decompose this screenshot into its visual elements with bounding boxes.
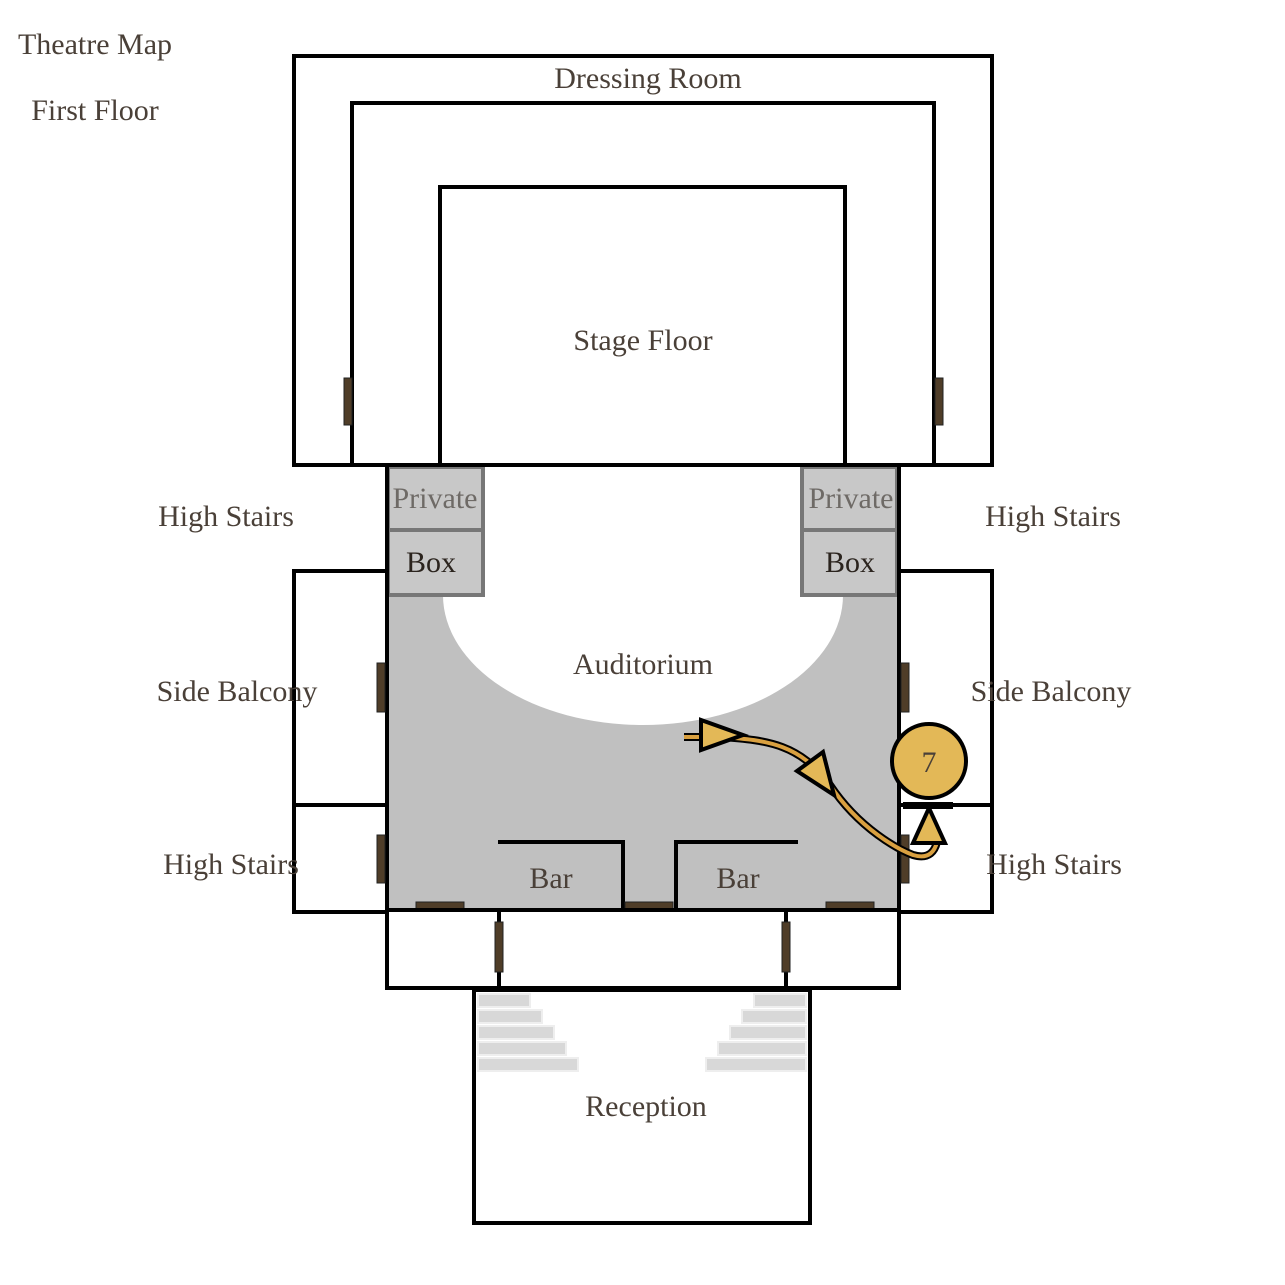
door-balcony-right[interactable] <box>900 662 910 713</box>
label-high-stairs-top-right: High Stairs <box>985 500 1121 533</box>
bar-right-wall <box>674 840 798 908</box>
room-high-stairs-bottom-left[interactable] <box>292 803 389 914</box>
room-dressing-room[interactable] <box>292 54 994 467</box>
path-arrow-icon <box>793 748 838 800</box>
floor-label: First Floor <box>31 94 159 127</box>
label-reception: Reception <box>585 1090 707 1123</box>
door-auditorium-bottom-right[interactable] <box>825 901 875 910</box>
stairs-right <box>705 993 807 1072</box>
stairs-left <box>477 993 579 1072</box>
label-box-right: Box <box>825 546 875 579</box>
door-lobby-left[interactable] <box>494 921 504 973</box>
room-lobby[interactable] <box>385 908 901 990</box>
door-balcony-left[interactable] <box>376 662 386 713</box>
player-marker[interactable]: 7 <box>890 722 968 845</box>
room-reception[interactable] <box>472 988 812 1225</box>
label-stage-floor: Stage Floor <box>573 324 712 357</box>
door-auditorium-bottom-left[interactable] <box>415 901 465 910</box>
door-auditorium-bottom-center[interactable] <box>624 901 674 910</box>
label-auditorium: Auditorium <box>573 648 713 681</box>
label-box-left: Box <box>406 546 456 579</box>
label-high-stairs-bottom-left: High Stairs <box>163 848 299 881</box>
label-bar-right: Bar <box>716 862 759 895</box>
door-stairs-right[interactable] <box>900 834 910 884</box>
label-private-right: Private <box>809 482 894 515</box>
movement-path <box>684 717 941 861</box>
door-dressing-right[interactable] <box>934 377 944 426</box>
label-bar-left: Bar <box>529 862 572 895</box>
bar-left-wall <box>498 840 625 908</box>
player-number: 7 <box>922 746 937 779</box>
label-side-balcony-left: Side Balcony <box>157 675 318 708</box>
private-box-left-bottom[interactable] <box>386 528 485 597</box>
label-high-stairs-top-left: High Stairs <box>158 500 294 533</box>
door-stairs-left[interactable] <box>376 834 386 884</box>
player-token <box>890 722 968 800</box>
door-lobby-right[interactable] <box>781 921 791 973</box>
label-high-stairs-bottom-right: High Stairs <box>986 848 1122 881</box>
path-arrow-icon <box>699 717 749 753</box>
label-dressing-room: Dressing Room <box>554 62 742 95</box>
map-title: Theatre Map <box>18 28 172 61</box>
player-pointer-icon <box>909 803 949 845</box>
label-side-balcony-right: Side Balcony <box>971 675 1132 708</box>
door-dressing-left[interactable] <box>343 377 353 426</box>
auditorium-floor <box>443 465 843 725</box>
label-private-left: Private <box>393 482 478 515</box>
